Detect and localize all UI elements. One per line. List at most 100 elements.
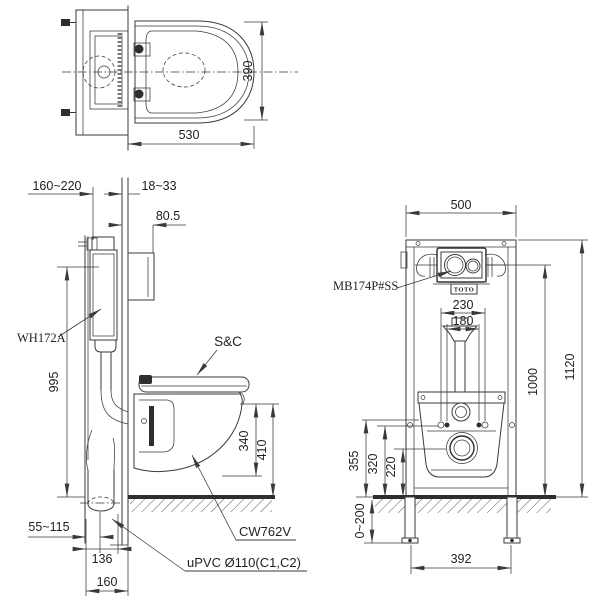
dim-text-160: 160 <box>97 575 118 589</box>
dim-136: 136 <box>72 514 132 566</box>
dim-995: 995 <box>47 266 99 498</box>
leader-mb174p <box>396 270 452 289</box>
dim-text-320: 320 <box>366 454 380 475</box>
dim-text-230: 230 <box>453 298 474 312</box>
frame-legs <box>401 496 521 544</box>
dim-80-5: 80.5 <box>108 209 186 253</box>
dim-500: 500 <box>405 198 517 237</box>
label-cistern: WH172A <box>17 308 102 345</box>
dim-text-1120: 1120 <box>563 354 577 381</box>
dim-text-340: 340 <box>237 431 251 452</box>
dim-1000: 1000 <box>487 264 551 498</box>
seat-ring-plan <box>145 30 239 114</box>
seat-hinge-side <box>139 375 152 384</box>
dim-1120: 1120 <box>518 239 588 498</box>
front-view: TOTO MB174P#SS 230 180 <box>333 198 588 574</box>
dim-160: 160 <box>85 519 129 596</box>
fixing-bolt-right <box>476 422 482 428</box>
side-view: 160~220 18~33 80.5 <box>17 177 307 596</box>
hinge-bolt-top <box>134 44 144 54</box>
label-text-mb174p: MB174P#SS <box>333 279 398 293</box>
dim-text-410: 410 <box>255 440 269 461</box>
dim-530: 530 <box>127 126 255 149</box>
label-drain-pipe: uPVC Ø110(C1,C2) <box>111 518 307 572</box>
bowl-outline-plan <box>134 20 255 124</box>
floor-side <box>128 495 275 512</box>
label-text-upvc: uPVC Ø110(C1,C2) <box>187 555 301 570</box>
dim-text-0-200: 0~200 <box>353 503 367 538</box>
dim-160-220: 160~220 <box>28 179 94 240</box>
dim-220: 220 <box>384 448 446 498</box>
flush-button-small <box>465 258 481 274</box>
leader-cw762v <box>191 454 237 541</box>
dim-text-355: 355 <box>347 451 361 472</box>
fixing-bolt-side <box>149 406 154 446</box>
flush-plate: TOTO <box>416 247 506 295</box>
toilet-plan <box>133 20 255 124</box>
dim-55-115: 55~115 <box>28 512 114 553</box>
dim-text-392: 392 <box>451 552 472 566</box>
label-bowl: CW762V <box>191 454 296 541</box>
dim-355: 355 <box>347 419 419 498</box>
plan-view: 530 390 <box>61 5 298 151</box>
fixing-bolt-left <box>444 422 450 428</box>
dim-18-33: 18~33 <box>104 179 177 197</box>
dim-text-55-115: 55~115 <box>28 520 69 534</box>
dim-text-500: 500 <box>451 198 472 212</box>
leader-upvc <box>111 518 186 572</box>
dim-text-136: 136 <box>92 552 113 566</box>
hinge-bolt-bottom <box>134 89 144 99</box>
label-text-wh172a: WH172A <box>17 331 66 345</box>
dim-320: 320 <box>366 425 438 498</box>
toto-logo-text: TOTO <box>454 287 475 294</box>
dim-text-530: 530 <box>179 128 200 142</box>
floor-front <box>356 495 588 513</box>
bowl-opening-dashed <box>162 52 206 88</box>
label-text-sc: S&C <box>214 334 242 349</box>
hose-left <box>416 253 438 277</box>
dim-390: 390 <box>241 21 268 121</box>
floor-hatch-side <box>130 499 272 512</box>
mounting-bolt-bottom <box>61 109 70 116</box>
dim-text-1000: 1000 <box>526 368 540 396</box>
water-inlet <box>451 402 471 422</box>
dim-text-160-220: 160~220 <box>32 179 81 193</box>
cistern-tank-side <box>89 249 118 341</box>
dim-410: 410 <box>255 403 276 498</box>
leg-right <box>506 496 518 539</box>
flush-plate-side-box <box>127 252 155 301</box>
floor-hatch-front <box>375 499 551 513</box>
toto-logo-box <box>450 283 478 295</box>
mounting-bolt-top <box>61 19 70 26</box>
dim-text-995: 995 <box>47 372 61 393</box>
dim-392: 392 <box>410 545 512 574</box>
bowl-outline-side <box>133 393 243 473</box>
dim-text-18-33: 18~33 <box>141 179 176 193</box>
dim-text-390: 390 <box>241 61 255 82</box>
tank-body <box>418 402 505 478</box>
bowl-pocket <box>139 399 175 453</box>
dim-340: 340 <box>222 403 279 477</box>
flush-pipe-front <box>441 317 479 393</box>
pipe-bottom-arc <box>87 503 115 512</box>
tank-front <box>417 391 506 478</box>
toilet-side <box>133 375 250 473</box>
dim-0-200: 0~200 <box>353 499 402 544</box>
drain-outlet <box>449 435 475 461</box>
seat-lid-side <box>138 376 250 393</box>
label-flush-plate: MB174P#SS <box>333 270 452 293</box>
flush-button-large <box>444 254 466 276</box>
flush-pipe-bend <box>100 389 129 425</box>
leader-wh172a <box>57 308 102 338</box>
dim-text-220: 220 <box>384 457 398 478</box>
drain-pipe-side <box>80 429 121 512</box>
label-seat: S&C <box>196 334 242 376</box>
leader-sc <box>196 349 218 376</box>
tank-bracket <box>417 391 506 404</box>
frame-plan <box>61 9 129 136</box>
leg-left <box>404 496 416 539</box>
plate-inner <box>440 251 483 279</box>
dim-180: 180 <box>446 314 480 421</box>
frame-front <box>400 239 517 498</box>
